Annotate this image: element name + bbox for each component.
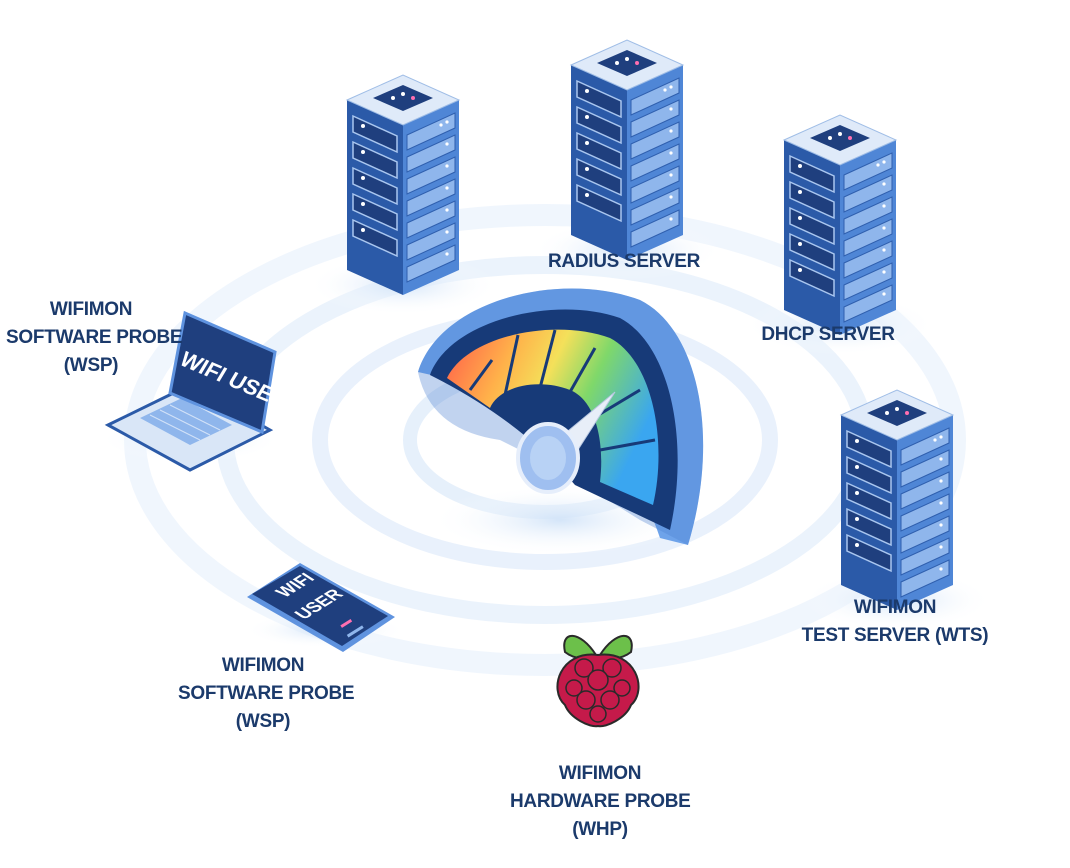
label-line: WIFIMON bbox=[49, 299, 133, 320]
label-line: RADIUS SERVER bbox=[548, 251, 701, 272]
label-line: SOFTWARE PROBE bbox=[178, 683, 355, 704]
label-wifimon-software-probe-phone: WIFIMON SOFTWARE PROBE (WSP) bbox=[178, 652, 355, 736]
label-line: WIFIMON bbox=[221, 655, 305, 676]
label-line: DHCP SERVER bbox=[761, 324, 895, 345]
label-line: SOFTWARE PROBE bbox=[6, 327, 183, 348]
laptop-icon: WIFI USER bbox=[100, 310, 293, 472]
label-line: (WSP) bbox=[63, 355, 119, 376]
label-wifimon-software-probe-laptop: WIFIMON SOFTWARE PROBE (WSP) bbox=[6, 296, 183, 380]
dhcp-server-icon bbox=[744, 114, 936, 356]
label-line: (WSP) bbox=[235, 711, 291, 732]
label-radius-server: RADIUS SERVER bbox=[548, 248, 701, 276]
label-wifimon-test-server: WIFIMON TEST SERVER (WTS) bbox=[800, 594, 990, 650]
radius-server-icon bbox=[531, 39, 723, 281]
label-line: WIFIMON bbox=[558, 763, 642, 784]
label-dhcp-server: DHCP SERVER bbox=[758, 321, 898, 349]
label-wifimon-hardware-probe: WIFIMON HARDWARE PROBE (WHP) bbox=[510, 760, 691, 844]
smartphone-icon: WIFI USER bbox=[245, 563, 405, 652]
speedometer-gauge-icon bbox=[418, 288, 704, 555]
raspberry-pi-icon bbox=[556, 634, 640, 728]
label-line: WIFIMON bbox=[853, 597, 937, 618]
label-line: TEST SERVER (WTS) bbox=[801, 625, 989, 646]
label-line: HARDWARE PROBE bbox=[510, 791, 691, 812]
unlabeled-server-icon bbox=[307, 74, 499, 316]
label-line: (WHP) bbox=[572, 819, 628, 840]
